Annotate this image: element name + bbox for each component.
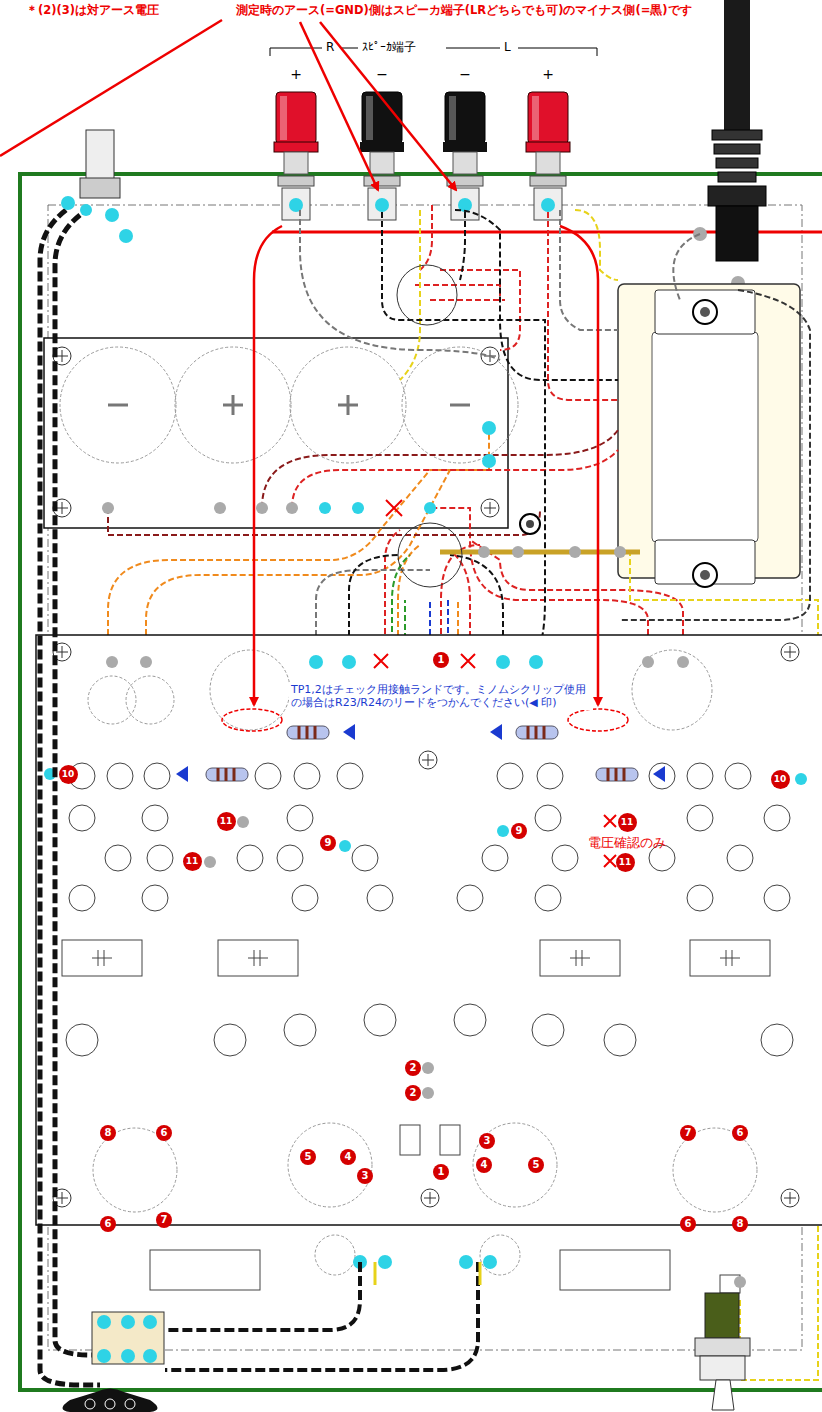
callout-number: 2: [405, 1085, 421, 1101]
callout-number: 1: [433, 652, 449, 668]
callout-number-text: 4: [481, 1160, 488, 1170]
callout-number-text: 9: [516, 826, 523, 836]
callout-number: 7: [680, 1125, 696, 1141]
callout-number-text: 4: [345, 1152, 352, 1162]
callout-number-text: 2: [410, 1088, 417, 1098]
callout-number: 11: [618, 813, 637, 832]
callout-number: 4: [476, 1157, 492, 1173]
callout-number: 5: [300, 1149, 316, 1165]
polarity-sign: +: [290, 66, 302, 83]
note-text: ＊(2)(3)は対アース電圧: [26, 4, 159, 18]
heading-text: ｽﾋﾟｰｶ端子: [362, 40, 416, 54]
callout-number: 10: [771, 770, 790, 789]
callout-number: 7: [156, 1212, 172, 1228]
callout-number: 6: [100, 1216, 116, 1232]
polarity-sign: +: [542, 66, 554, 83]
callout-number: 3: [479, 1133, 495, 1149]
polarity-sign: −: [376, 66, 388, 83]
callout-number: 9: [511, 823, 527, 839]
callout-number: 11: [183, 852, 202, 871]
callout-number-text: 5: [305, 1152, 312, 1162]
callout-number-text: 11: [619, 858, 632, 867]
callout-number-text: 10: [774, 775, 787, 784]
callout-number-text: 6: [685, 1219, 692, 1229]
callout-number-text: 3: [484, 1136, 491, 1146]
callout-number-text: 11: [186, 857, 199, 866]
callout-number: 3: [357, 1168, 373, 1184]
callout-number: 4: [340, 1149, 356, 1165]
callout-number-text: 5: [533, 1160, 540, 1170]
callout-number-text: 8: [105, 1128, 112, 1138]
callout-number-text: 7: [685, 1128, 692, 1138]
callout-number-text: 9: [325, 838, 332, 848]
polarity-sign: −: [459, 66, 471, 83]
callout-number-text: 6: [737, 1128, 744, 1138]
callout-number-text: 6: [105, 1219, 112, 1229]
callout-number: 8: [732, 1216, 748, 1232]
callout-number-text: 8: [737, 1219, 744, 1229]
note-text: 電圧確認のみ: [588, 835, 666, 851]
callout-number-text: 11: [621, 818, 634, 827]
callout-number: 8: [100, 1125, 116, 1141]
callout-number-text: 6: [161, 1128, 168, 1138]
callout-number: 6: [680, 1216, 696, 1232]
callout-number-text: 11: [220, 817, 233, 826]
callout-number: 11: [217, 812, 236, 831]
callout-number-text: 2: [410, 1063, 417, 1073]
callout-number: 10: [59, 765, 78, 784]
note-text: 測定時のアース(=GND)側はスピーカ端子(LRどちらでも可)のマイナス側(=黒…: [236, 4, 820, 18]
callout-number: 6: [156, 1125, 172, 1141]
callout-number: 2: [405, 1060, 421, 1076]
channel-label: L: [504, 40, 511, 54]
callout-number-text: 3: [362, 1171, 369, 1181]
channel-label: R: [326, 40, 334, 54]
callout-number: 1: [433, 1164, 449, 1180]
callout-number-text: 1: [438, 655, 445, 665]
callout-number: 6: [732, 1125, 748, 1141]
callout-number: 9: [320, 835, 336, 851]
callout-number: 5: [528, 1157, 544, 1173]
callout-number: 11: [616, 853, 635, 872]
callout-number-text: 7: [161, 1215, 168, 1225]
callout-number-text: 10: [62, 770, 75, 779]
callout-number-text: 1: [438, 1167, 445, 1177]
note-text: TP1,2はチェック用接触ランドです。ミノムシクリップ使用の場合はR23/R24…: [289, 682, 593, 710]
